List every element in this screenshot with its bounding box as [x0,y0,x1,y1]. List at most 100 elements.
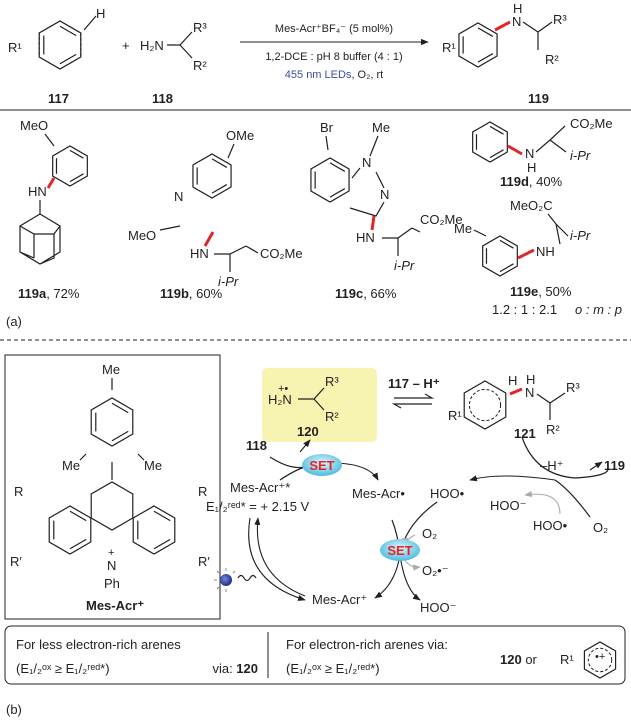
equilibrium-label: 117 – H⁺ [388,376,440,391]
product-nh-label: H [513,1,522,16]
toluene-ring-119e [482,235,518,277]
double-bond [499,239,514,249]
me-label: Me [62,458,80,473]
compound-id: 119e [510,284,538,299]
double-bond [59,53,77,65]
curve [554,479,591,518]
bond [298,387,325,411]
grey-arrow [404,559,421,571]
yield: , 66% [363,286,397,301]
curve [269,456,306,481]
bond [79,453,145,480]
reduced-catalyst-label: Mes-Acr• [352,486,405,501]
double-bond [111,430,129,442]
summary-box: For less electron-rich arenes (E₁/₂ᵒˣ ≥ … [4,625,626,685]
led-lamp-icon [214,568,236,592]
charge-label: •+ [595,651,605,663]
n-label: N [525,385,534,400]
r3-label: R³ [325,374,339,389]
example-label: 119b, 60% [160,286,223,301]
relaxation-arrow [254,517,306,597]
minus-h-label: –H⁺ [540,458,563,473]
reaction-scheme: R¹ H 117 + H₂N R³ R² 118 Mes-Acr⁺BF₄⁻ (5… [0,1,631,111]
compound-117-label: 117 [48,91,69,106]
charge-label: +• [278,383,288,395]
ring-layer [38,20,617,679]
bond [325,135,329,151]
hoo-radical-label: HOO• [430,486,465,501]
ipr-label: i-Pr [394,258,415,273]
example-label: 119d, 40% [500,174,563,189]
via-id: 120 [236,661,258,676]
n1-label: N [362,155,371,170]
ipr-label: i-Pr [570,228,591,243]
compound-120-label: 120 [297,424,319,439]
meo-label: MeO [128,228,156,243]
product-r2-label: R² [545,52,559,67]
double-bond [69,510,87,522]
led-label: 455 nm LEDs [285,69,352,81]
chain [214,245,259,272]
acridine-central-ring [90,481,134,531]
compound-119-label: 119 [528,91,549,106]
catalyst-frame [4,354,221,620]
charge-label: + [108,547,114,559]
amine-118-label: 118 [246,438,267,453]
grey-arrow [524,490,561,515]
ipr-label: i-Pr [218,274,239,289]
compound-id: 119a [18,286,47,301]
r2-label: R² [193,58,207,73]
arrow [337,462,379,481]
me-label: Me [454,221,472,236]
summary-frame [4,625,626,685]
co2me-label: CO₂Me [570,116,613,131]
double-bond [153,510,171,522]
hoo-radical-label-2: HOO• [533,518,568,533]
new-cn-bond [46,177,56,189]
ome-label: OMe [226,128,254,143]
arrow [299,439,311,453]
o2-label: O₂ [593,520,608,535]
left-condition: (E₁/₂ᵒˣ ≥ E₁/₂ʳᵉᵈ*) [16,661,110,676]
isomer-ratio: 1.2 : 1 : 2.1 [492,302,557,317]
bond [536,392,566,420]
co2me-label: CO₂Me [260,246,303,261]
ipr-label: i-Pr [570,148,591,163]
product-r1-label: R¹ [442,40,456,55]
mechanism: +• H₂N R³ R² 120 117 – H⁺ R¹ H N H R³ R²… [206,368,625,615]
set-label: SET [309,458,334,473]
double-bond [489,149,504,159]
light-wave [237,574,257,582]
double-bond [329,188,346,198]
hoo-anion-label-2: HOO⁻ [420,600,456,615]
example-119c: Br N Me N HN CO₂Me i-Pr 119c, 66% [320,120,463,301]
acridine-left-ring [48,505,92,555]
r2-label: R² [325,409,339,424]
excitation-arrow [248,517,306,601]
product-r3-label: R³ [553,12,567,27]
example-119a: MeO HN 119a, 72% [18,118,80,301]
yield: , 60% [189,286,223,301]
mesityl-ring [90,397,134,447]
nh-label: NH [536,244,555,259]
h-label: H [508,373,517,388]
arene-radical-cation-ring [583,641,617,679]
amine-bonds [167,31,193,59]
example-119e: Me MeO₂C NH i-Pr 119e, 50% 1.2 : 1 : 2.1… [454,198,622,317]
new-cn-bond [507,144,523,156]
n2-label: N [380,187,389,202]
r-label: R [14,484,23,499]
right-title: For electron-rich arenes via: [286,637,448,652]
r-label: R [198,484,207,499]
ch-bond [83,15,97,31]
indazole-benzo-ring-119c [310,157,350,203]
pyrazole-bond [349,201,385,217]
h2n-label: H₂N [268,392,292,407]
example-label: 119a, 72% [18,286,80,301]
part-b-label: (b) [6,702,22,717]
example-label: 119c, 66% [335,286,397,301]
double-bond [211,158,228,168]
compound-121-label: 121 [514,426,536,441]
via-label: via: [212,661,236,676]
product-119-label: 119 [604,458,625,473]
